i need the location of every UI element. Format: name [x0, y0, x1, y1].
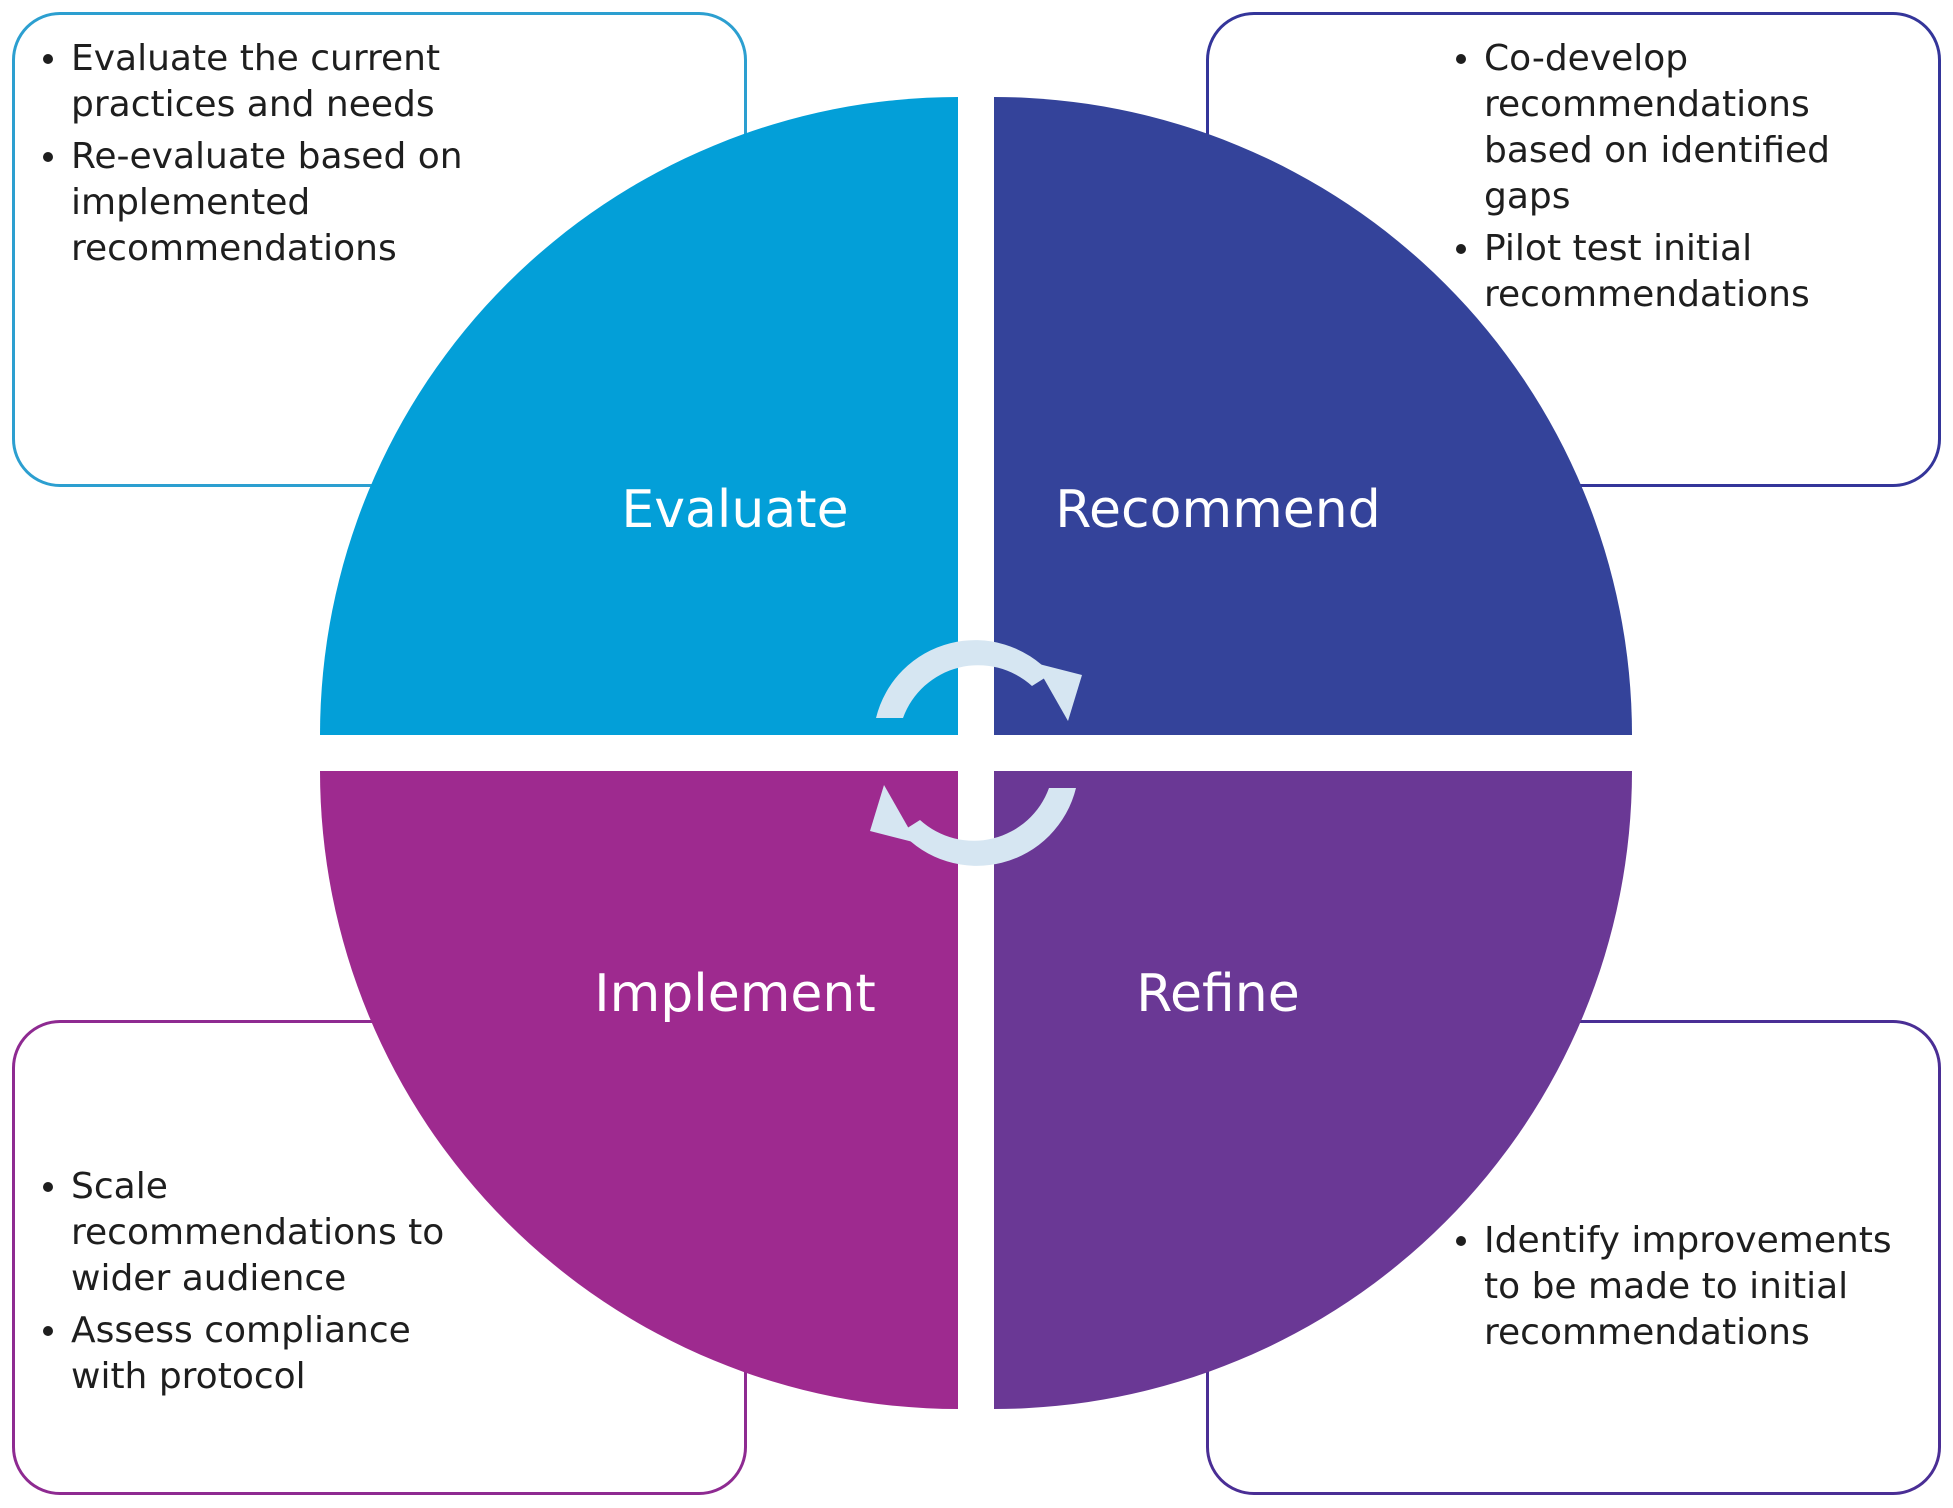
cycle-arrow-bottom-icon	[870, 785, 1076, 866]
recommend-bullet: Co-develop recommendations based on iden…	[1453, 36, 1903, 220]
refine-label: Refine	[1136, 964, 1300, 1024]
evaluate-bullet-list: Evaluate the current practices and needs…	[40, 36, 520, 278]
implement-quadrant	[320, 771, 958, 1409]
cycle-arrow-top-icon	[876, 640, 1082, 721]
implement-bullet: Assess compliance with protocol	[40, 1308, 460, 1400]
refine-bullet-list: Identify improvements to be made to init…	[1453, 1218, 1923, 1362]
implement-bullet-list: Scale recommendations to wider audience …	[40, 1164, 460, 1406]
evaluate-quadrant	[320, 97, 958, 735]
refine-quadrant	[994, 771, 1632, 1409]
implement-label: Implement	[594, 964, 875, 1024]
evaluate-label: Evaluate	[621, 480, 848, 540]
recommend-label: Recommend	[1055, 480, 1380, 540]
refine-bullet: Identify improvements to be made to init…	[1453, 1218, 1923, 1356]
recommend-bullet-list: Co-develop recommendations based on iden…	[1453, 36, 1903, 324]
evaluate-bullet: Evaluate the current practices and needs	[40, 36, 520, 128]
evaluate-bullet: Re-evaluate based on implemented recomme…	[40, 134, 520, 272]
recommend-quadrant	[994, 97, 1632, 735]
implement-bullet: Scale recommendations to wider audience	[40, 1164, 460, 1302]
recommend-bullet: Pilot test initial recommendations	[1453, 226, 1903, 318]
